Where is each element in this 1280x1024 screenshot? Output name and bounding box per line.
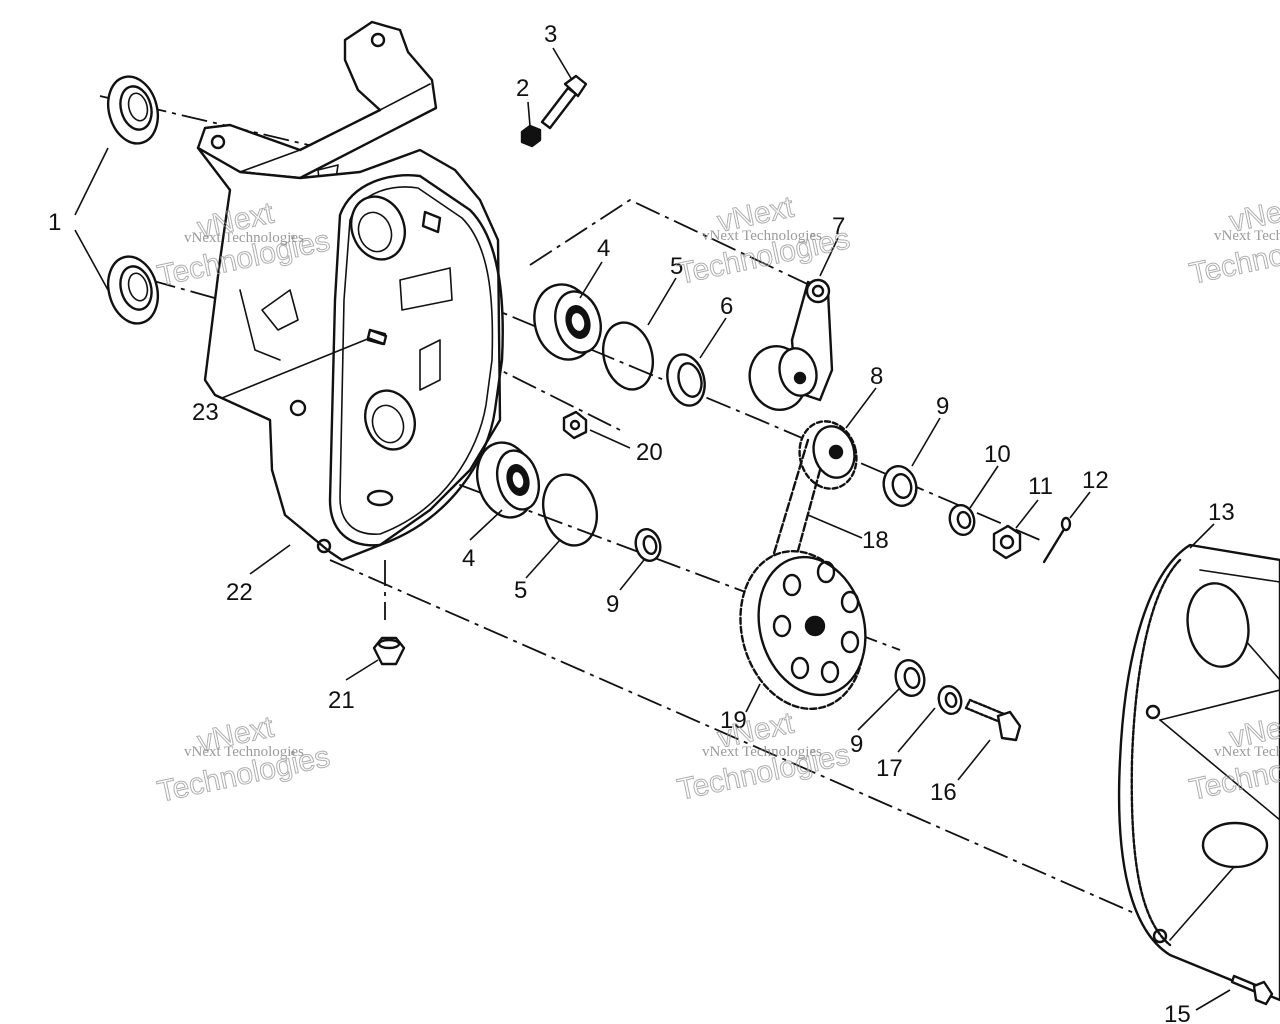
callout-2: 2 bbox=[516, 75, 529, 102]
callout-7: 7 bbox=[832, 213, 845, 240]
washer-upper-9 bbox=[882, 465, 918, 507]
callout-8: 8 bbox=[870, 363, 883, 390]
bolt-16 bbox=[964, 698, 1022, 742]
callout-16: 16 bbox=[930, 779, 957, 806]
oil-seal-lower bbox=[107, 255, 159, 325]
callout-6: 6 bbox=[720, 293, 733, 320]
callout-15: 15 bbox=[1164, 1001, 1191, 1024]
callout-3: 3 bbox=[544, 21, 557, 48]
callout-17: 17 bbox=[876, 755, 903, 782]
callout-19: 19 bbox=[720, 707, 747, 734]
watermark-top-right: vNext Technologies vNext Technologies bbox=[1186, 190, 1280, 291]
watermark-small: vNext Technologies bbox=[1214, 744, 1280, 760]
watermark-small: vNext Technologies bbox=[702, 228, 822, 244]
washer-10 bbox=[948, 503, 976, 537]
callout-10: 10 bbox=[984, 441, 1011, 468]
callout-9-lower: 9 bbox=[606, 591, 619, 618]
bearing-lower bbox=[476, 441, 541, 519]
callout-13: 13 bbox=[1208, 499, 1235, 526]
oil-seal-upper bbox=[107, 75, 159, 145]
callout-9-right: 9 bbox=[850, 731, 863, 758]
watermark-small: vNext Technologies bbox=[1214, 228, 1280, 244]
nut-20 bbox=[562, 410, 588, 440]
washer-lower-9 bbox=[634, 528, 662, 562]
cover-bolt-15 bbox=[1230, 974, 1274, 1006]
tensioner-arm bbox=[748, 278, 834, 411]
cotter-pin-12 bbox=[1042, 516, 1072, 564]
callout-5-upper: 5 bbox=[670, 253, 683, 280]
callout-11: 11 bbox=[1028, 473, 1053, 500]
callout-22: 22 bbox=[226, 579, 253, 606]
leader-lines bbox=[74, 47, 1231, 1011]
watermark-bottom-center: vNext Technologies vNext Technologies bbox=[674, 706, 853, 807]
watermark-top-center: vNext Technologies vNext Technologies bbox=[674, 190, 853, 291]
flange-nut-21 bbox=[372, 636, 406, 666]
callout-4-lower: 4 bbox=[462, 545, 475, 572]
callout-18: 18 bbox=[862, 527, 889, 554]
adjuster-bolt bbox=[540, 74, 588, 130]
callout-4-upper: 4 bbox=[597, 235, 610, 262]
callout-5-lower: 5 bbox=[514, 577, 527, 604]
adjuster-nut bbox=[520, 124, 542, 148]
chaincase-housing bbox=[196, 20, 504, 562]
callout-9-upper: 9 bbox=[936, 393, 949, 420]
callout-1: 1 bbox=[48, 209, 61, 236]
driven-sprocket-large bbox=[739, 549, 867, 711]
snap-ring-lower bbox=[542, 473, 598, 547]
callouts: 1 2 3 4 5 6 7 8 9 10 11 12 13 15 16 17 1… bbox=[48, 21, 1235, 1024]
bearing-upper bbox=[533, 283, 602, 361]
callout-23: 23 bbox=[192, 399, 219, 426]
stud-23 bbox=[366, 328, 388, 346]
drive-sprocket-small bbox=[798, 420, 858, 490]
watermark-small: vNext Technologies bbox=[702, 744, 822, 760]
callout-12: 12 bbox=[1082, 467, 1109, 494]
lock-washer-17 bbox=[937, 684, 963, 716]
watermark-small: vNext Technologies bbox=[184, 230, 304, 246]
seal-upper-6 bbox=[666, 353, 706, 407]
callout-20: 20 bbox=[636, 439, 663, 466]
snap-ring-upper bbox=[602, 321, 654, 391]
callout-21: 21 bbox=[328, 687, 355, 714]
castle-nut-11 bbox=[992, 524, 1022, 560]
chaincase-cover bbox=[1117, 543, 1280, 1002]
watermark-small: vNext Technologies bbox=[184, 744, 304, 760]
washer-lower-right-9 bbox=[894, 659, 926, 697]
watermark-bottom-left: vNext Technologies vNext Technologies bbox=[154, 710, 333, 809]
